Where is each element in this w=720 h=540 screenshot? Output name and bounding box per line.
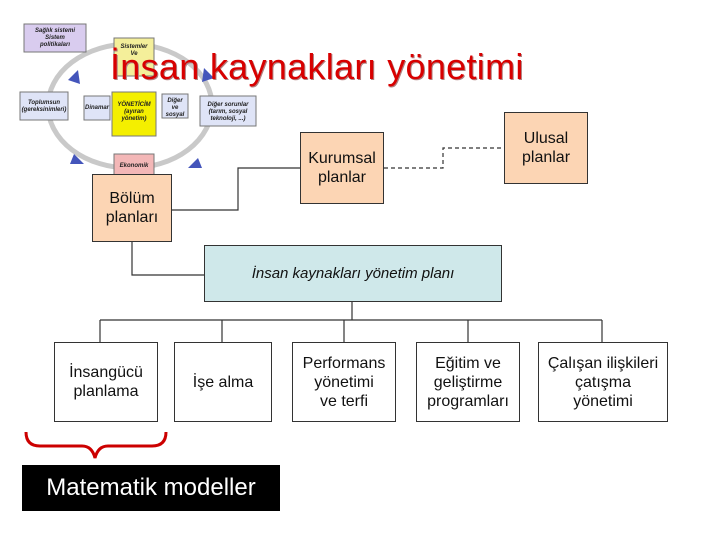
bg-top-label: Sistemler Ve xyxy=(120,44,148,57)
connector-bolum-ikyp xyxy=(131,242,204,276)
egitim-box: Eğitim ve geliştirme programları xyxy=(416,342,520,422)
ikyp-box: İnsan kaynakları yönetim planı xyxy=(204,245,502,302)
connector-kurumsal-bolum xyxy=(172,167,300,211)
page-title: İnsan kaynakları yönetimi xyxy=(110,46,524,87)
bg-right-label: Diğer sorunlar (tarım, sosyal teknoloji,… xyxy=(207,102,249,122)
curly-brace xyxy=(24,431,168,459)
connector-kurumsal-ulusal xyxy=(384,147,504,169)
bg-top-left-label: Sağlık sistemi Sistem politikaları xyxy=(34,28,76,48)
bg-bottom-label: Ekonomik xyxy=(119,163,149,169)
ulusal-planlar-box: Ulusal planlar xyxy=(504,112,588,184)
bg-left-inner-label: Dinamar xyxy=(84,105,109,111)
kurumsal-planlar-box: Kurumsal planlar xyxy=(300,132,384,204)
background-diagram-art xyxy=(19,23,257,177)
matematik-modeller-label: Matematik modeller xyxy=(22,465,280,511)
bg-left-label: Toplumsun (gereksinimleri) xyxy=(21,100,67,113)
performans-box: Performans yönetimi ve terfi xyxy=(292,342,396,422)
ise-alma-box: İşe alma xyxy=(174,342,272,422)
insangucu-planlama-box: İnsangücü planlama xyxy=(54,342,158,422)
bg-center-label: YÖNETİCİM (ayıran yönetim) xyxy=(117,102,151,122)
bg-right-inner-label: Diğer ve sosyal xyxy=(165,98,185,118)
bolum-planlari-box: Bölüm planları xyxy=(92,174,172,242)
calisan-iliskileri-box: Çalışan ilişkileri çatışma yönetimi xyxy=(538,342,668,422)
background-diagram: Sağlık sistemi Sistem politikaları Siste… xyxy=(18,18,268,188)
